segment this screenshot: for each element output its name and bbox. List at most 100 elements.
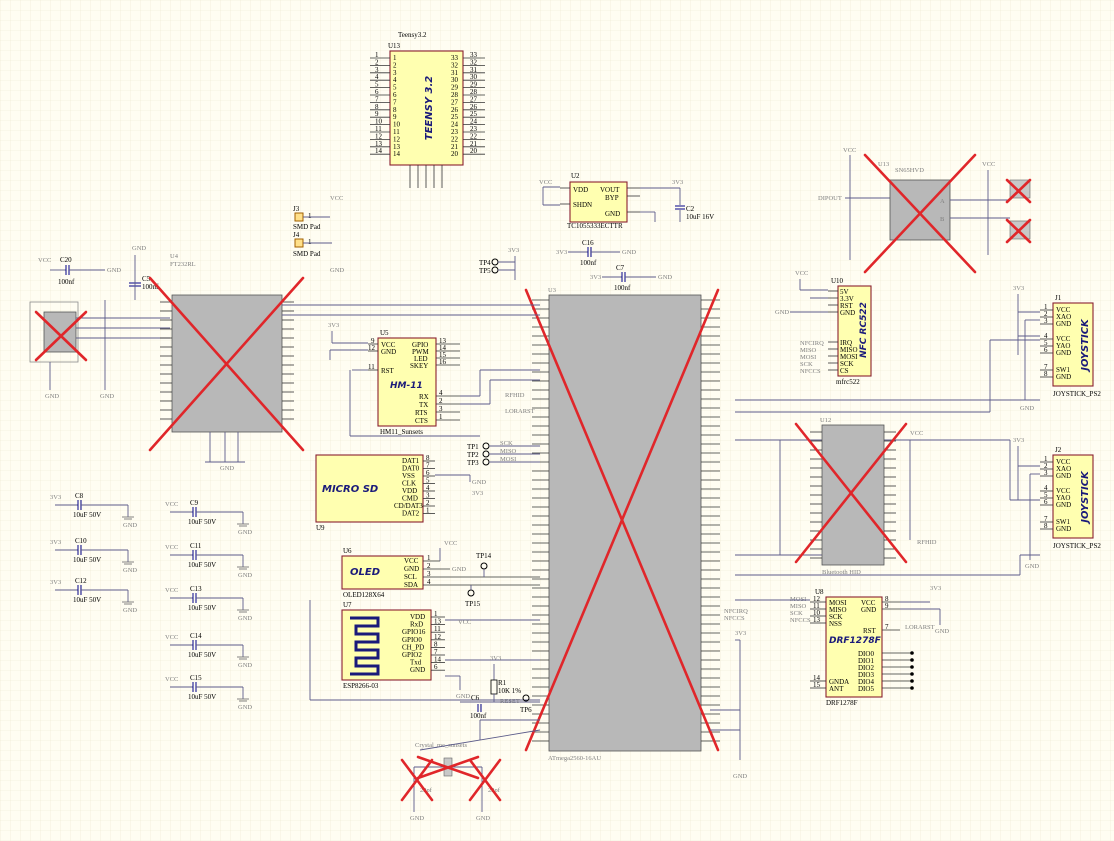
joystick-j1[interactable]: J1VCC1XAO2GND3VCC4YAO5GND6SW17GND8JOYSTI…	[1040, 294, 1101, 398]
nfc-u10[interactable]: VCC GND U10 5V 3.3V RST GND IRQ MISO MOS…	[775, 270, 872, 386]
bypass-supply: VCC	[165, 544, 178, 551]
j1-body	[1052, 302, 1094, 387]
lora-u8[interactable]: MOSI MISO SCK NFCCS U8 MOSI MISO SCK NSS…	[790, 585, 949, 707]
teensy-ref: U13	[388, 42, 401, 50]
teensy-right-pin-num: 28	[470, 88, 478, 96]
u12-value: Bluetooth HID	[822, 569, 861, 576]
usb-connector-crossed[interactable]: GND GND	[29, 300, 170, 400]
regulator-u2[interactable]: VCC U2 VDD SHDN VOUT BYP GND TC1055333EC…	[539, 172, 714, 230]
j3-value: SMD Pad	[293, 223, 321, 231]
u5-num-15: 15	[439, 351, 447, 359]
j1-pin-label: VCC	[1056, 335, 1071, 343]
teensy-left-pin-num: 13	[375, 140, 383, 148]
u2-pin-vdd: VDD	[573, 186, 588, 194]
ble-module-u5[interactable]: 3V3 U5 VCC GND RST GPIO PWM LED SKEY HM-…	[328, 322, 540, 436]
teensy-right-pin-num: 30	[470, 73, 478, 81]
tp4-label: TP4	[479, 259, 491, 267]
u6-gnd: GND	[452, 566, 466, 573]
j1-pin-label: GND	[1056, 349, 1071, 357]
tp1-net: SCK	[500, 440, 513, 447]
testpoints-tp1-tp3[interactable]: TP1 TP2 TP3 SCK MISO MOSI	[467, 440, 540, 467]
capacitor-c16[interactable]: C16 3V3 GND 100nf	[556, 239, 636, 267]
j4-value: SMD Pad	[293, 250, 321, 258]
transceiver-crossed[interactable]: VCC U13 SN65HVD DIPOUT A B VCC	[818, 147, 1032, 274]
u8-logo: DRF1278F	[829, 636, 882, 646]
capacitor-c20[interactable]: VCC C20 GND 100nf	[38, 256, 121, 286]
teensy-right-pin-num: 25	[470, 110, 478, 118]
oled-u6[interactable]: U6 OLED VCC GND SCL SDA 1 2 3 4 VCC GND …	[341, 540, 540, 608]
u10-pin-5v: 5V	[840, 288, 849, 296]
tp14-label: TP14	[476, 552, 492, 560]
u5-pin-pwm: PWM	[412, 348, 430, 356]
r1-ref: R1	[498, 679, 507, 687]
j2-pin-num: 2	[1044, 462, 1048, 470]
bypass-gnd: GND	[238, 662, 252, 669]
smd-pads[interactable]: J3 1 SMD Pad J4 1 SMD Pad VCC GND	[293, 195, 344, 274]
teensy-right-pin-label: 22	[451, 135, 459, 143]
u10-value: mfrc522	[836, 378, 860, 386]
c20-ref: C20	[60, 256, 72, 264]
u7-gnd: GND	[456, 693, 470, 700]
tp2-net: MISO	[500, 448, 517, 455]
crystal-crossed[interactable]: Crystal_mc_sunsets 22pf 22pf GND GND	[400, 729, 541, 822]
u2-body	[569, 181, 628, 223]
teensy-left-pin-num: 14	[375, 147, 383, 155]
mcu-u3-crossed[interactable]: U3 ATmega2560-16AU	[524, 287, 720, 762]
u9-body	[315, 454, 424, 523]
u3-ref: U3	[548, 287, 556, 294]
u9-pin-label: VSS	[402, 472, 415, 480]
j2-pin-label: GND	[1056, 472, 1071, 480]
bypass-supply: VCC	[165, 676, 178, 683]
u8-3v3: 3V3	[930, 585, 941, 592]
u7-pin-label: RxD	[410, 621, 423, 629]
u10-pin-cs: CS	[840, 367, 849, 375]
j1-pin-label: VCC	[1056, 306, 1071, 314]
joystick-j2[interactable]: J2VCC1XAO2GND3VCC4YAO5GND6SW17GND8JOYSTI…	[1040, 446, 1101, 550]
teensy-right-pin-num: 29	[470, 81, 478, 89]
u10-ref: U10	[831, 277, 844, 285]
cx1-gnd: GND	[410, 815, 424, 822]
teensy-right-pin-label: 24	[451, 121, 459, 129]
u9-pin-label: CD/DAT3	[394, 502, 423, 510]
u5-net-rfhid: RFHID	[505, 392, 525, 399]
u8-num-8: 8	[885, 595, 889, 603]
bluetooth-hid-u12-crossed[interactable]: U12 Bluetooth HID VCC RFHID	[794, 417, 937, 576]
teensy-right-pin-num: 26	[470, 103, 478, 111]
c20-vcc: VCC	[38, 257, 51, 264]
u8-pin-gnda: GNDA	[829, 678, 849, 686]
j1-logo: JOYSTICK	[1080, 318, 1091, 373]
u13b-pin-a: A	[940, 198, 945, 205]
teensy-left-pin-label: 1	[393, 54, 397, 62]
u7-ref: U7	[343, 601, 352, 609]
u9-pin-label: DAT2	[402, 510, 420, 518]
teensy-value: Teensy3.2	[398, 31, 427, 39]
j2-pin-num: 3	[1044, 469, 1048, 477]
u10-pin-mosi: MOSI	[840, 353, 858, 361]
teensy-left-pin-label: 13	[393, 143, 401, 151]
teensy-left-pin-label: 4	[393, 76, 397, 84]
bypass-value: 10uF 50V	[188, 604, 216, 612]
u7-pin-label: Txd	[410, 659, 422, 667]
bypass-value: 10uF 50V	[188, 518, 216, 526]
teensy-right-pin-label: 28	[451, 91, 459, 99]
u8-pin-lines	[810, 601, 912, 689]
u5-3v3: 3V3	[328, 322, 339, 329]
u10-gnd: GND	[775, 309, 789, 316]
u5-num-3: 3	[439, 405, 443, 413]
usb-uart-u4-crossed[interactable]: U4 FT232RL GND	[148, 253, 305, 472]
u5-num-14: 14	[439, 344, 447, 352]
u13b-value: SN65HVD	[895, 167, 924, 174]
teensy-right-pin-label: 25	[451, 113, 459, 121]
testpoints-tp4-tp5[interactable]: 3V3 TP4 TP5	[479, 247, 519, 280]
bypass-supply: VCC	[165, 501, 178, 508]
reset-network[interactable]: 3V3 R1 10K 1% C6 100nf RESET TP6	[460, 655, 540, 720]
teensy-left-pin-num: 9	[375, 110, 379, 118]
capacitor-c7[interactable]: C7 3V3 GND 100nf	[590, 264, 672, 292]
u10-net-cs: NFCCS	[800, 368, 821, 375]
j3-ref: J3	[293, 205, 300, 213]
capacitor-c5[interactable]: C5 100nf GND	[129, 245, 159, 300]
